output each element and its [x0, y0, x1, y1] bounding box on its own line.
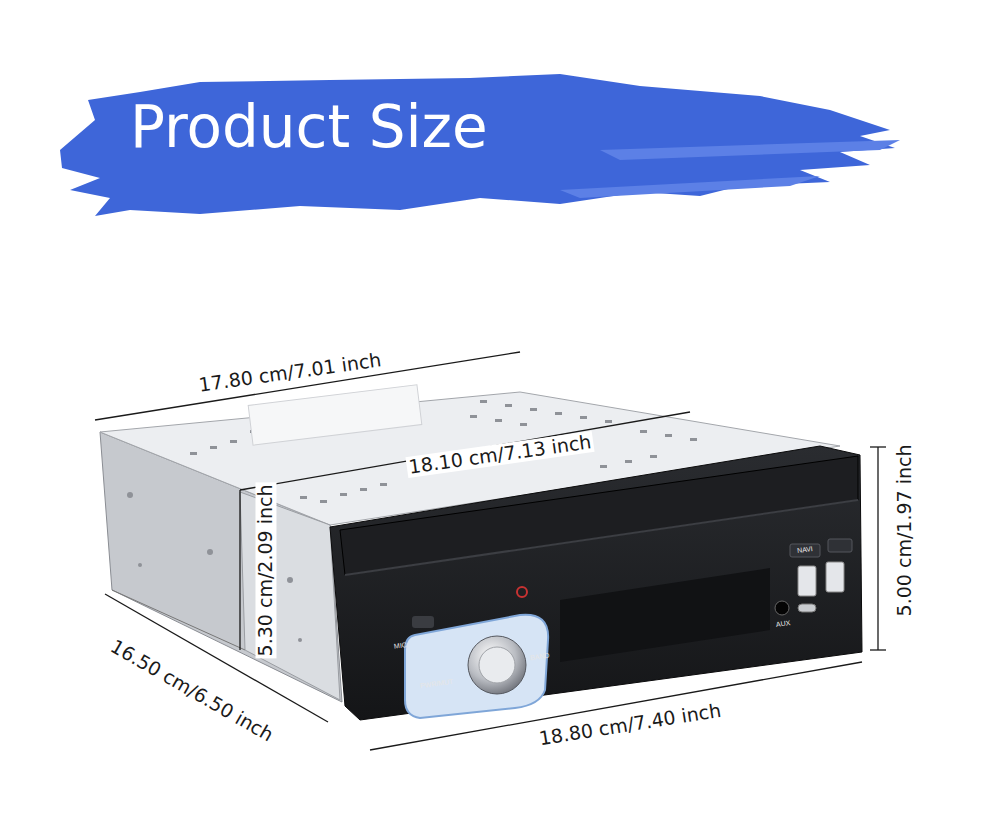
volume-knob	[468, 636, 526, 694]
display-window	[560, 568, 770, 662]
volume-knob-top	[479, 647, 515, 683]
usbc-port	[798, 604, 816, 612]
navi-button	[790, 544, 820, 557]
chassis-edge	[112, 590, 245, 650]
b-button	[828, 539, 852, 552]
aux-jack	[775, 601, 789, 615]
mic-hole	[517, 587, 527, 597]
page-title: Product Size	[130, 96, 488, 160]
button-ring	[405, 615, 548, 718]
dimension-label: 5.00 cm/1.97 inch	[895, 442, 916, 618]
usb-port	[798, 566, 816, 596]
dimension-label: 5.30 cm/2.09 inch	[256, 482, 277, 658]
play-button	[412, 616, 434, 628]
flap-edge	[345, 500, 858, 575]
brush-streak	[600, 140, 900, 160]
faceplate	[330, 446, 862, 720]
dimension-label: 18.80 cm/7.40 inch	[536, 699, 725, 749]
brush-streak	[560, 176, 820, 198]
usb-port	[826, 562, 844, 592]
sticker	[248, 385, 422, 445]
dimension-lines	[95, 352, 886, 750]
